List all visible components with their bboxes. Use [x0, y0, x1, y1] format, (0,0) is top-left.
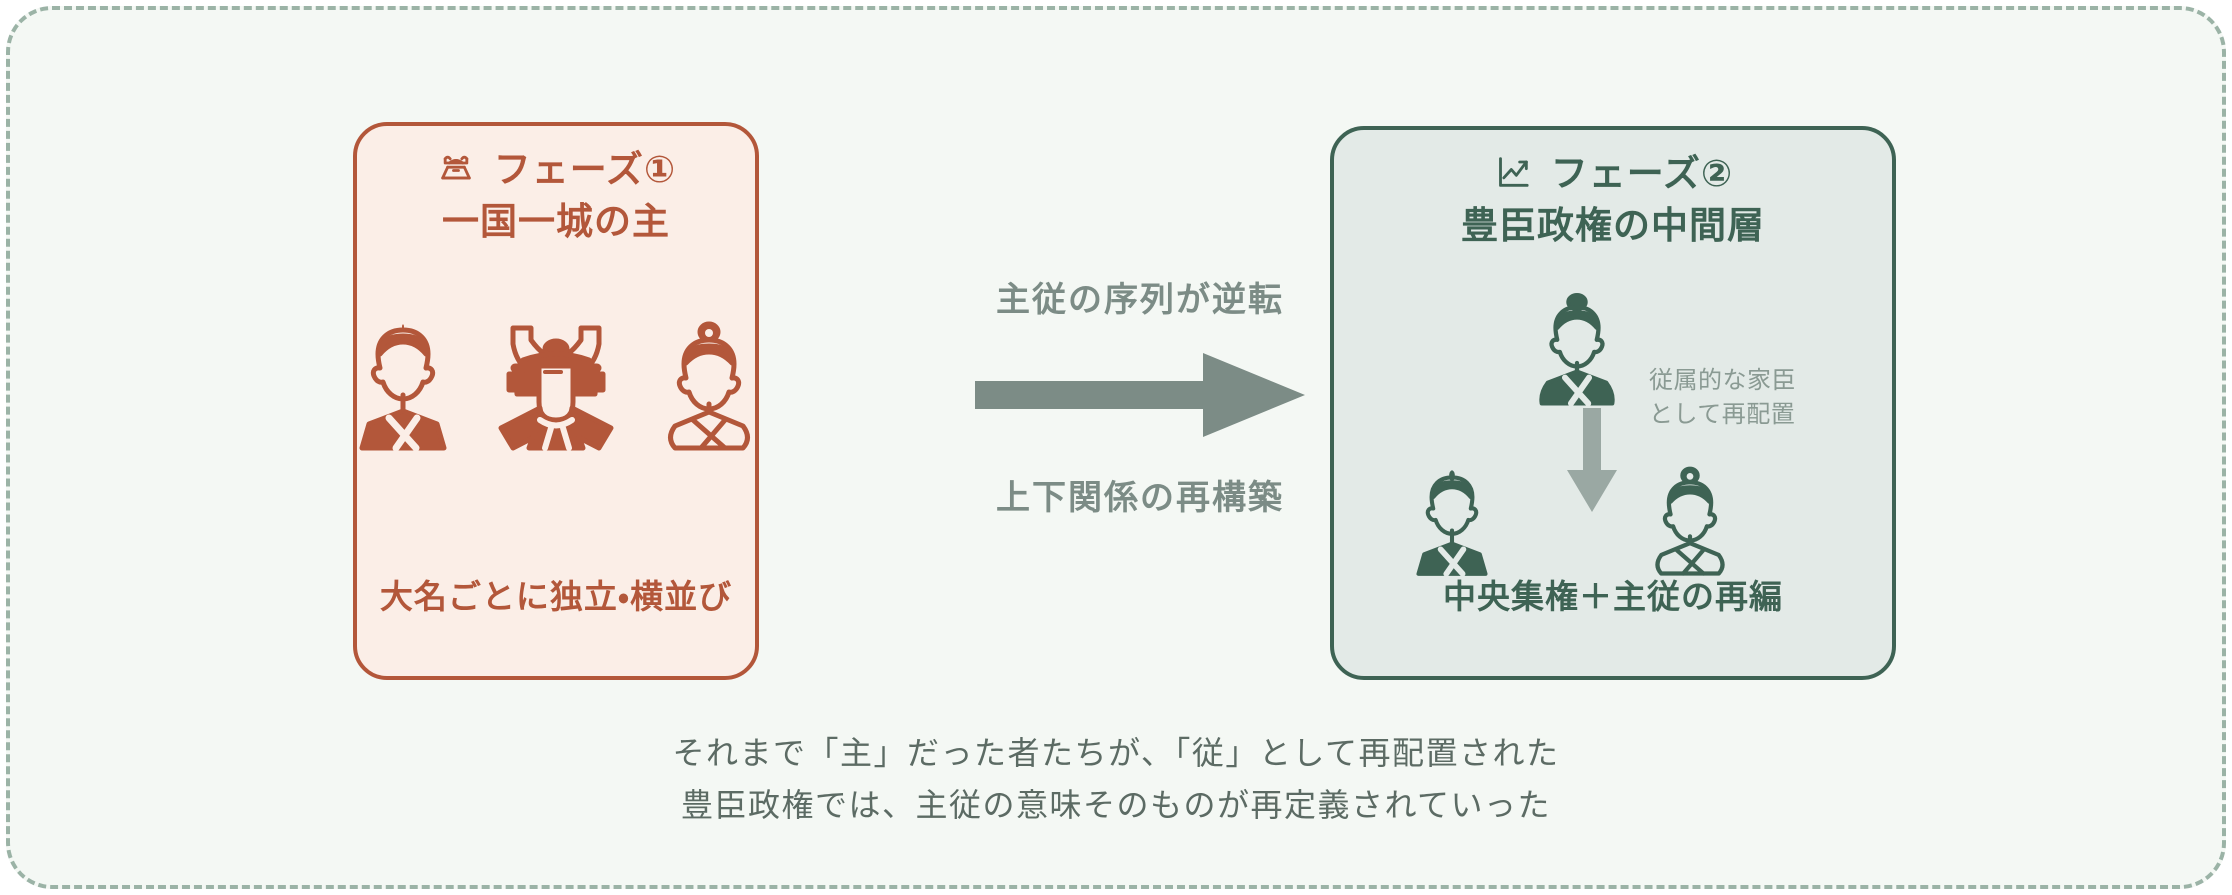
transition-block: 主従の序列が逆転 上下関係の再構築	[940, 272, 1340, 519]
outer-dashed-frame: フェーズ① 一国一城の主	[6, 6, 2226, 889]
samurai-lord-filled-icon	[1525, 290, 1629, 417]
phase2-note: 従属的な家臣 として再配置	[1649, 364, 1796, 432]
phase2-note-line1: 従属的な家臣	[1649, 367, 1796, 394]
phase1-title-line2: 一国一城の主	[442, 201, 670, 242]
samurai-retainer-outline-icon	[1403, 466, 1501, 587]
phase2-footer-label: 中央集権＋主従の再編	[1443, 578, 1783, 615]
caption-line-1: それまで「主」だった者たちが、「従」として再配置された	[672, 735, 1560, 771]
kabuto-helmet-icon	[483, 316, 629, 463]
phase1-figure-group	[357, 316, 755, 463]
phase2-card-header: フェーズ②	[1493, 152, 1733, 197]
transition-label-bottom: 上下関係の再構築	[996, 479, 1284, 517]
line-chart-icon	[1493, 152, 1533, 197]
phase1-title-line1: フェーズ①	[493, 149, 677, 191]
down-arrow-icon	[1561, 408, 1623, 521]
phase2-title-line1: フェーズ②	[1550, 153, 1734, 195]
right-arrow-icon	[940, 347, 1340, 448]
phase1-card: フェーズ① 一国一城の主	[353, 122, 759, 680]
samurai-retainer-filled-icon	[349, 316, 457, 463]
phase1-card-header: フェーズ①	[436, 148, 676, 193]
phase2-card: フェーズ② 豊臣政権の中間層	[1330, 126, 1896, 680]
samurai-vassal-outline-icon	[1641, 462, 1739, 587]
castle-icon	[436, 148, 476, 193]
phase1-footer-label: 大名ごとに独立・横並び	[379, 578, 733, 615]
caption-line-2: 豊臣政権では、主従の意味そのものが再定義されていった	[680, 786, 1552, 823]
caption-block: それまで「主」だった者たちが、「従」として再配置された 豊臣政権では、主従の意味…	[10, 728, 2222, 832]
phase2-title-line2: 豊臣政権の中間層	[1461, 205, 1765, 246]
transition-label-top: 主従の序列が逆転	[996, 281, 1284, 319]
samurai-noble-outline-icon	[655, 316, 763, 463]
phase2-note-line2: として再配置	[1649, 401, 1796, 429]
phase2-figure-group: 従属的な家臣 として再配置	[1334, 290, 1892, 590]
